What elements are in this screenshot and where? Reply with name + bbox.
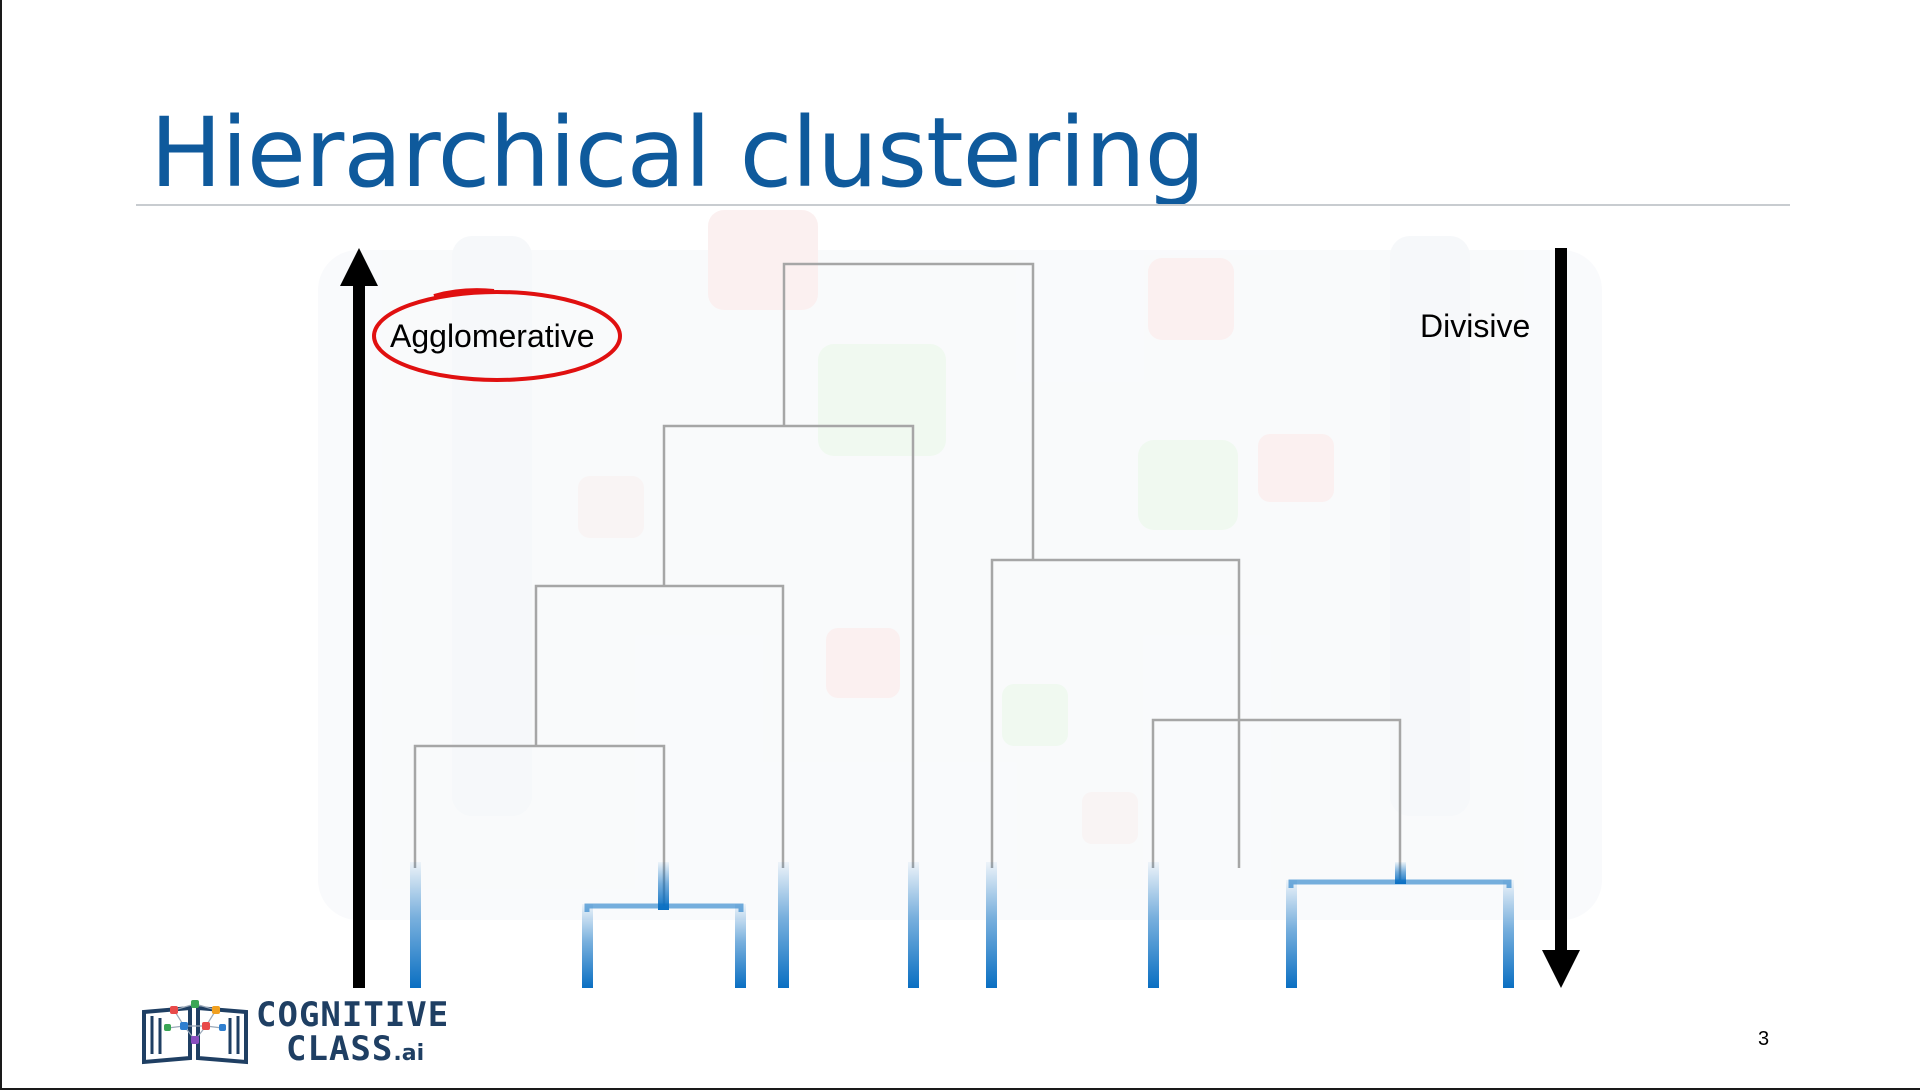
logo-ai-suffix: .ai bbox=[393, 1041, 425, 1066]
logo-class-text: CLASS bbox=[286, 1029, 394, 1069]
leaf-stub bbox=[1395, 862, 1406, 884]
merge-link-6 bbox=[1151, 718, 1402, 880]
divisive-arrow-shaft bbox=[1555, 248, 1567, 956]
watermark-node bbox=[708, 210, 818, 310]
watermark-node bbox=[1002, 684, 1068, 746]
background-watermark bbox=[318, 210, 1602, 920]
agglomerative-highlight bbox=[372, 290, 622, 382]
leaf-bar bbox=[1286, 880, 1297, 988]
watermark-node bbox=[1082, 792, 1138, 844]
dendrogram-tree bbox=[413, 262, 1402, 906]
logo-line-class: CLASS.ai bbox=[256, 1032, 449, 1071]
merge-link-1 bbox=[413, 744, 666, 906]
watermark-node bbox=[1138, 440, 1238, 530]
leaf-bar bbox=[1148, 862, 1159, 988]
agglomerative-arrow bbox=[340, 248, 378, 988]
merge-link-2 bbox=[534, 584, 785, 868]
leaf-bar bbox=[410, 862, 421, 988]
leaf-merge-9-10 bbox=[1288, 879, 1512, 888]
page-number: 3 bbox=[1758, 1028, 1770, 1050]
leaf-merge-2-3 bbox=[584, 903, 744, 912]
leaf-bar bbox=[1503, 880, 1514, 988]
dendrogram-leaves bbox=[410, 862, 1514, 988]
leaf-stub bbox=[658, 862, 669, 910]
book-lines-right bbox=[228, 1016, 240, 1054]
cognitive-class-logo: COGNITIVE CLASS.ai bbox=[140, 996, 448, 1070]
divisive-arrow-head bbox=[1542, 950, 1580, 988]
book-network-icon bbox=[142, 1000, 248, 1065]
divisive-arrow bbox=[1542, 248, 1580, 988]
agglomerative-arrow-shaft bbox=[353, 280, 365, 988]
highlight-ellipse bbox=[372, 288, 622, 382]
watermark-node bbox=[578, 476, 644, 538]
merge-link-3 bbox=[662, 424, 915, 868]
divisive-label: Divisive bbox=[1420, 308, 1531, 344]
leaf-bar bbox=[986, 862, 997, 988]
agglomerative-arrow-head bbox=[340, 248, 378, 286]
watermark-panel bbox=[318, 250, 1602, 920]
slide-title: Hierarchical clustering bbox=[150, 97, 1206, 209]
watermark-node bbox=[818, 344, 946, 456]
leaf-bar bbox=[582, 904, 593, 988]
title-divider bbox=[136, 204, 1790, 206]
leaf-bar bbox=[735, 904, 746, 988]
watermark-node bbox=[1148, 258, 1234, 340]
highlight-stroke-tail bbox=[433, 288, 495, 298]
leaf-merge-links bbox=[584, 879, 1512, 912]
logo-line-cognitive: COGNITIVE bbox=[256, 995, 450, 1035]
book-lines-left bbox=[150, 1016, 162, 1054]
merge-link-5 bbox=[990, 558, 1241, 868]
watermark-node bbox=[1258, 434, 1334, 502]
network-nodes bbox=[164, 1000, 226, 1044]
leaf-bar bbox=[778, 862, 789, 988]
logo-wordmark: COGNITIVE CLASS.ai bbox=[256, 998, 449, 1071]
leaf-bar bbox=[908, 862, 919, 988]
watermark-bar-right bbox=[1390, 236, 1470, 816]
merge-link-4 bbox=[782, 262, 1035, 560]
watermark-node bbox=[826, 628, 900, 698]
agglomerative-label: Agglomerative bbox=[390, 318, 595, 354]
